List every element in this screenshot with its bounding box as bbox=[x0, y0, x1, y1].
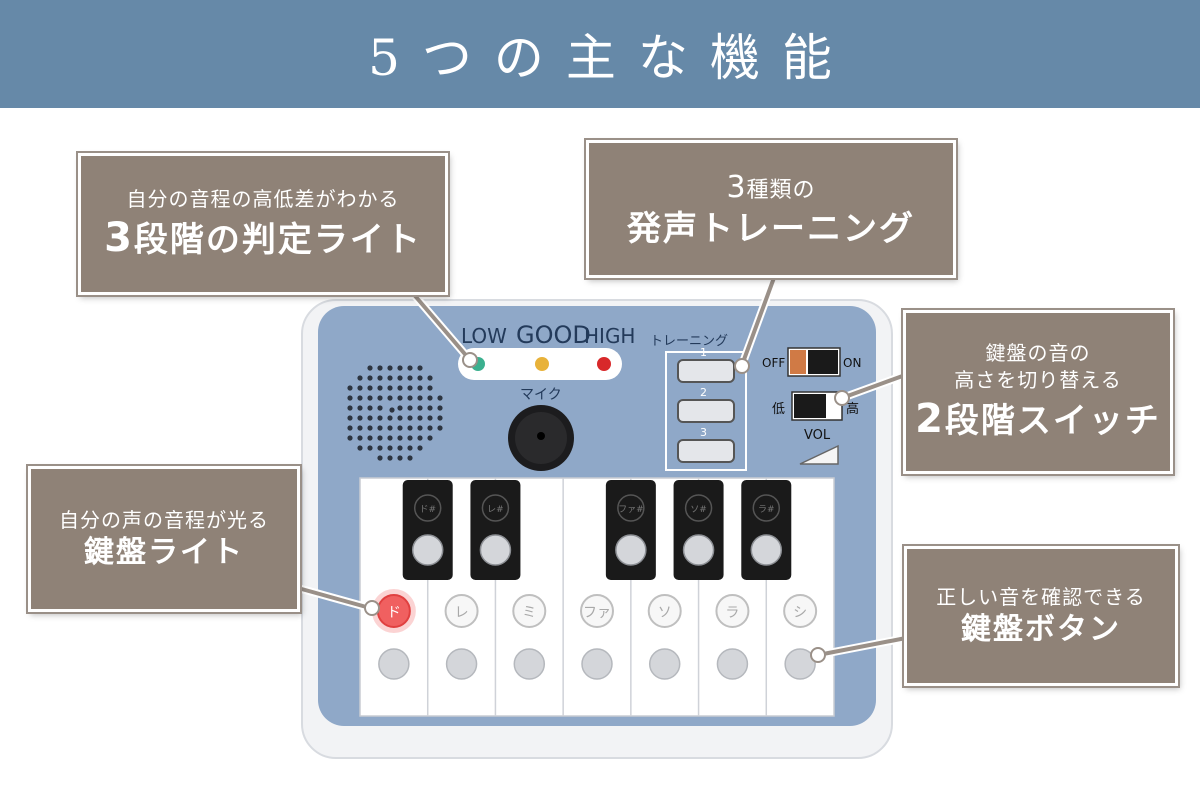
training-num-1: 1 bbox=[700, 346, 707, 359]
callout-key-button-line2: 鍵盤ボタン bbox=[961, 611, 1121, 647]
training-button-1[interactable] bbox=[677, 359, 735, 383]
callout-key-light-line1: 自分の声の音程が光る bbox=[59, 507, 269, 532]
white-key-5[interactable]: ソ bbox=[647, 594, 682, 680]
led-label-low: LOW bbox=[461, 324, 507, 348]
pitch-high-label: 高 bbox=[846, 402, 860, 417]
white-key-label: ミ bbox=[522, 605, 536, 621]
white-key-1[interactable]: ド bbox=[371, 589, 416, 680]
training-label: トレーニング bbox=[650, 334, 729, 349]
callout-training: 3種類の 発声トレーニング bbox=[586, 140, 956, 278]
callout-judge-light-line1: 自分の音程の高低差がわかる bbox=[126, 186, 400, 211]
callout-pitch-switch-line2: 高さを切り替える bbox=[954, 368, 1122, 392]
black-key-label: ファ# bbox=[618, 505, 644, 515]
callout-key-button-line1: 正しい音を確認できる bbox=[936, 584, 1146, 609]
white-key-label: ラ bbox=[725, 605, 739, 621]
header-banner: 5つの主な機能 bbox=[0, 0, 1200, 108]
black-key-label: ド# bbox=[419, 505, 436, 515]
white-key-3[interactable]: ミ bbox=[512, 594, 547, 680]
white-key-4[interactable]: ファ bbox=[580, 594, 614, 680]
volume-control[interactable] bbox=[799, 444, 839, 465]
white-key-label: ド bbox=[387, 605, 401, 621]
training-panel bbox=[665, 351, 747, 471]
callout-pitch-switch: 鍵盤の音の 高さを切り替える 2段階スイッチ bbox=[903, 310, 1173, 474]
callout-key-light-line2: 鍵盤ライト bbox=[84, 534, 244, 570]
callout-judge-light-num: 3 bbox=[104, 214, 134, 261]
callout-key-button: 正しい音を確認できる 鍵盤ボタン bbox=[904, 546, 1178, 686]
speaker-grille-dots bbox=[347, 365, 443, 461]
white-key-2[interactable]: レ bbox=[444, 594, 479, 680]
training-num-3: 3 bbox=[700, 426, 707, 439]
white-key-label: ソ bbox=[658, 605, 672, 621]
black-key-4[interactable]: ソ# bbox=[673, 480, 724, 580]
white-key-6[interactable]: ラ bbox=[715, 594, 750, 680]
switch-off-label: OFF bbox=[762, 356, 786, 370]
white-key-label: レ bbox=[455, 605, 469, 621]
callout-pitch-switch-line3: 段階スイッチ bbox=[944, 401, 1161, 441]
black-key-1[interactable]: ド# bbox=[402, 480, 453, 580]
led-label-high: HIGH bbox=[584, 324, 636, 348]
black-key-label: ラ# bbox=[758, 504, 775, 515]
led-good bbox=[535, 357, 549, 371]
black-key-label: ソ# bbox=[690, 505, 707, 515]
page-title: 5つの主な機能 bbox=[368, 29, 854, 87]
led-label-good: GOOD bbox=[516, 321, 591, 349]
black-key-5[interactable]: ラ# bbox=[741, 480, 792, 580]
callout-judge-light: 自分の音程の高低差がわかる 3段階の判定ライト bbox=[78, 153, 448, 295]
black-key-2[interactable]: レ# bbox=[470, 480, 521, 580]
white-key-label: シ bbox=[793, 605, 807, 621]
training-num-2: 2 bbox=[700, 386, 707, 399]
speaker-grille bbox=[389, 407, 395, 413]
callout-pitch-switch-line1: 鍵盤の音の bbox=[985, 341, 1091, 365]
black-key-3[interactable]: ファ# bbox=[605, 480, 656, 580]
pitch-low-label: 低 bbox=[772, 402, 786, 417]
callout-training-num: 3 bbox=[726, 169, 747, 205]
callout-pitch-switch-num: 2 bbox=[915, 396, 945, 442]
white-key-7[interactable]: シ bbox=[783, 594, 818, 680]
training-button-2[interactable] bbox=[677, 399, 735, 423]
callout-training-line1: 種類の bbox=[746, 177, 816, 203]
black-key-label: レ# bbox=[487, 505, 504, 515]
vol-label: VOL bbox=[804, 428, 831, 443]
training-button-3[interactable] bbox=[677, 439, 735, 463]
mic-label: マイク bbox=[520, 387, 562, 403]
led-high bbox=[597, 357, 611, 371]
callout-judge-light-line2: 段階の判定ライト bbox=[133, 219, 422, 260]
callout-key-light: 自分の声の音程が光る 鍵盤ライト bbox=[28, 466, 300, 612]
white-key-label: ファ bbox=[583, 605, 611, 621]
callout-training-line2: 発声トレーニング bbox=[627, 209, 915, 249]
switch-on-label: ON bbox=[843, 356, 862, 370]
